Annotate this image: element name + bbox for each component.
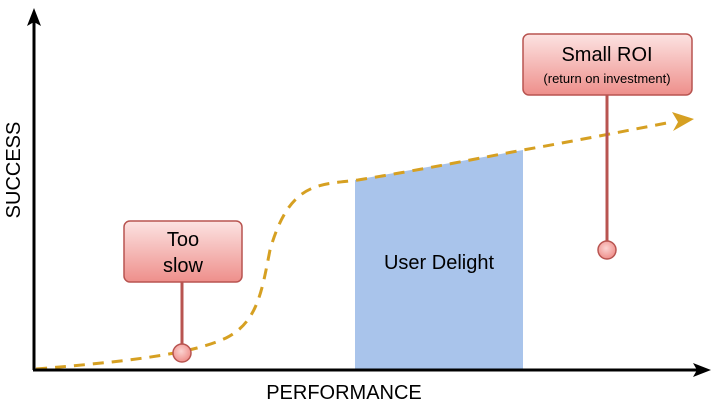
y-axis-label: SUCCESS bbox=[3, 122, 25, 219]
too-slow-marker bbox=[172, 343, 192, 363]
x-axis-arrowhead bbox=[693, 363, 711, 377]
small-roi-marker bbox=[597, 240, 617, 260]
too-slow-label-line1: Too bbox=[167, 229, 199, 251]
user-delight-label: User Delight bbox=[384, 252, 494, 274]
success-curve bbox=[35, 120, 673, 371]
y-axis-arrowhead bbox=[27, 8, 41, 26]
user-delight-region bbox=[355, 150, 523, 369]
too-slow-label-line2: slow bbox=[163, 255, 204, 277]
small-roi-box bbox=[522, 33, 693, 96]
x-axis-label: PERFORMANCE bbox=[266, 382, 422, 404]
small-roi-subtitle: (return on investment) bbox=[543, 71, 670, 86]
small-roi-callout: Small ROI (return on investment) bbox=[522, 33, 693, 260]
small-roi-title: Small ROI bbox=[561, 44, 652, 66]
success-curve-arrowhead bbox=[672, 112, 694, 131]
too-slow-box bbox=[123, 220, 243, 283]
too-slow-callout: Too slow bbox=[123, 220, 243, 363]
